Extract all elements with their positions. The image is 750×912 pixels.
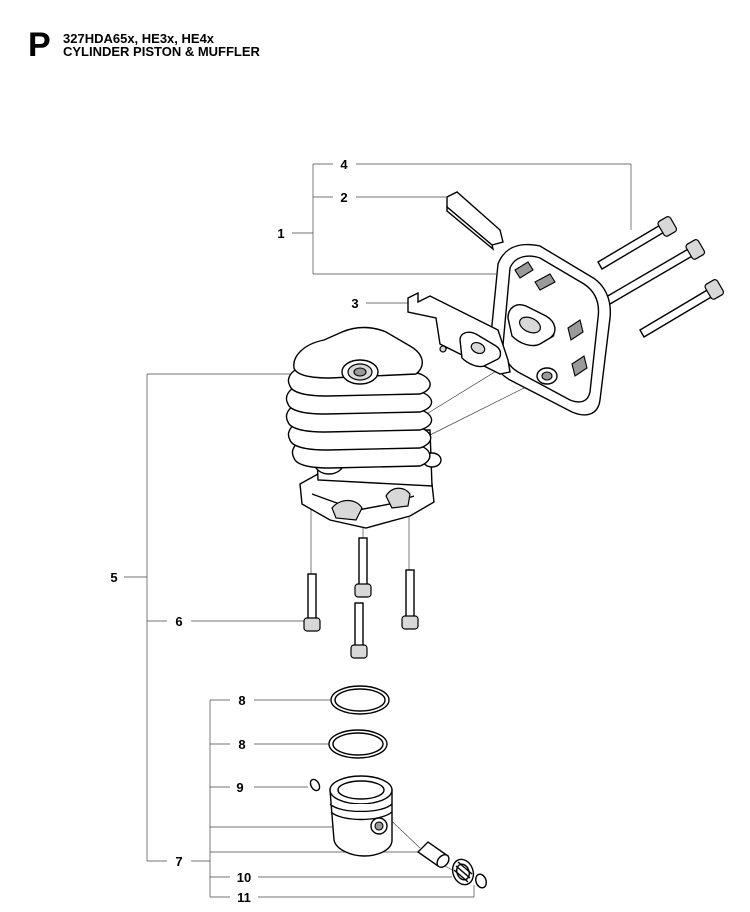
callout-4: 4: [340, 157, 348, 172]
callout-8-lower: 8: [238, 737, 245, 752]
muffler-bracket: [407, 291, 511, 375]
callout-9: 9: [236, 780, 243, 795]
callout-3: 3: [351, 296, 358, 311]
callout-8-upper: 8: [238, 693, 245, 708]
heat-shield-plate: [446, 191, 504, 251]
cylinder-screws: [303, 537, 419, 659]
circlip: [309, 778, 321, 792]
section-letter: P: [28, 26, 51, 64]
muffler-screws: [597, 216, 725, 338]
callout-6: 6: [175, 614, 182, 629]
callout-11: 11: [237, 890, 251, 905]
callout-2: 2: [340, 190, 347, 205]
diagram-title: CYLINDER PISTON & MUFFLER: [63, 44, 260, 59]
callout-1: 1: [277, 226, 284, 241]
callout-7: 7: [175, 854, 182, 869]
callout-10: 10: [237, 870, 251, 885]
callout-labels: 4 2 1 3 5 6 8 8 9 7 10 11: [110, 157, 358, 905]
callout-5: 5: [110, 570, 117, 585]
cylinder: [285, 326, 442, 529]
piston: [329, 775, 393, 857]
model-line: 327HDA65x, HE3x, HE4x: [63, 31, 215, 46]
muffler: [489, 243, 612, 416]
piston-pin: [416, 841, 450, 868]
needle-bearing: [451, 858, 487, 889]
piston-rings: [328, 685, 390, 759]
